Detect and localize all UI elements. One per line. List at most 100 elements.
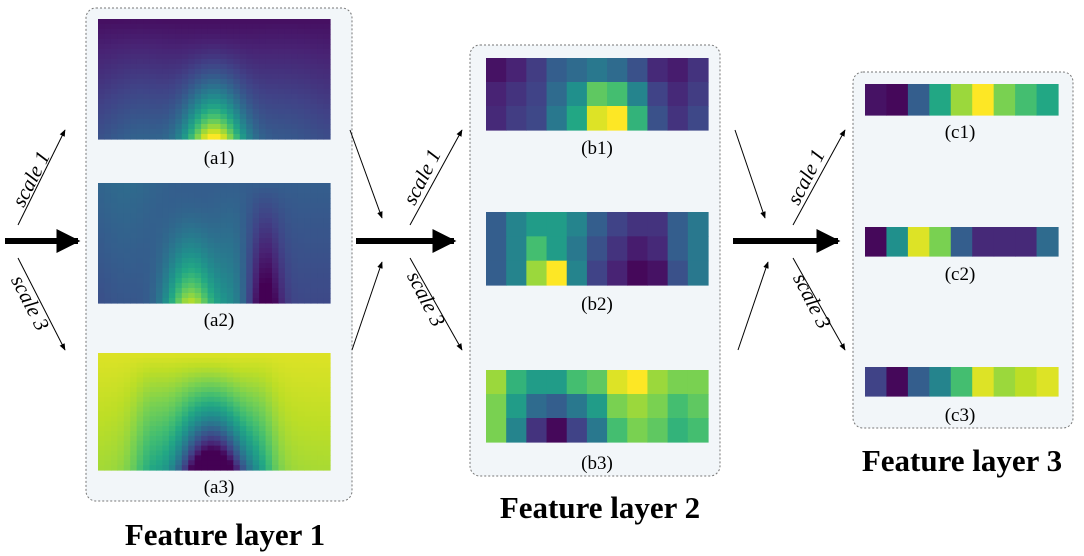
heatmap-cell — [239, 104, 247, 110]
heatmap-cell — [162, 387, 170, 393]
heatmap-cell — [284, 198, 292, 204]
heatmap-cell — [162, 273, 170, 279]
heatmap-cell — [110, 24, 118, 30]
heatmap-cell — [156, 421, 164, 427]
heatmap-cell — [110, 29, 118, 35]
heatmap-cell — [317, 416, 325, 422]
heatmap-cell — [123, 263, 131, 269]
heatmap-cell — [486, 106, 507, 131]
heatmap-cell — [214, 49, 222, 55]
heatmap-cell — [252, 248, 260, 254]
heatmap-cell — [143, 278, 151, 284]
heatmap-cell — [149, 382, 157, 388]
heatmap-cell — [233, 421, 241, 427]
heatmap-cell — [110, 465, 118, 471]
heatmap-cell — [1015, 367, 1038, 397]
heatmap-cell — [130, 134, 138, 140]
heatmap-cell — [104, 362, 112, 369]
heatmap-cell — [110, 79, 118, 85]
heatmap-cell — [265, 29, 273, 35]
heatmap-cell — [201, 263, 209, 269]
heatmap-cell — [239, 421, 247, 427]
heatmap-cell — [265, 64, 273, 70]
heatmap-cell — [214, 396, 222, 403]
heatmap-cell — [136, 223, 144, 229]
heatmap-cell — [297, 243, 305, 249]
heatmap-cell — [188, 465, 196, 471]
heatmap-cell — [297, 69, 305, 75]
heatmap-cell — [143, 39, 151, 45]
heatmap-b3 — [486, 370, 709, 443]
heatmap-cell — [291, 34, 299, 40]
heatmap-cell — [252, 198, 260, 204]
heatmap-cell — [278, 465, 286, 471]
heatmap-cell — [304, 362, 312, 369]
heatmap-cell — [168, 84, 176, 90]
heatmap-cell — [194, 460, 202, 466]
heatmap-cell — [201, 193, 209, 199]
heatmap-cell — [246, 134, 254, 140]
heatmap-cell — [627, 82, 649, 107]
heatmap-cell — [104, 84, 112, 90]
heatmap-cell — [586, 394, 608, 419]
heatmap-cell — [272, 253, 280, 259]
heatmap-cell — [214, 411, 222, 417]
heatmap-cell — [143, 392, 151, 398]
heatmap-cell — [117, 298, 125, 304]
heatmap-cell — [278, 263, 286, 269]
heatmap-cell — [323, 416, 331, 422]
heatmap-cell — [226, 372, 234, 378]
heatmap-cell — [117, 29, 125, 35]
heatmap-cell — [98, 49, 106, 55]
heatmap-cell — [291, 64, 299, 70]
heatmap-cell — [123, 94, 131, 100]
heatmap-cell — [284, 460, 292, 466]
heatmap-cell — [323, 258, 331, 264]
heatmap-cell — [310, 208, 318, 214]
heatmap-cell — [259, 124, 267, 130]
heatmap-cell — [272, 283, 280, 289]
heatmap-cell — [993, 367, 1016, 397]
heatmap-cell — [220, 89, 228, 95]
heatmap-cell — [317, 39, 325, 45]
heatmap-cell — [647, 82, 669, 107]
heatmap-cell — [272, 193, 280, 199]
heatmap-cell — [220, 465, 228, 471]
heatmap-cell — [265, 293, 273, 299]
heatmap-cell — [117, 49, 125, 55]
heatmap-cell — [297, 104, 305, 110]
heatmap-cell — [226, 223, 234, 229]
heatmap-cell — [297, 455, 305, 461]
heatmap-cell — [239, 353, 247, 359]
heatmap-cell — [297, 278, 305, 284]
heatmap-cell — [104, 372, 112, 378]
heatmap-cell — [194, 39, 202, 45]
heatmap-cell — [214, 193, 222, 199]
heatmap-cell — [130, 54, 138, 60]
heatmap-cell — [297, 89, 305, 95]
heatmap-cell — [181, 99, 189, 105]
heatmap-cell — [278, 119, 286, 125]
heatmap-cell — [162, 223, 170, 229]
heatmap-cell — [168, 183, 176, 189]
heatmap-cell — [104, 119, 112, 125]
heatmap-cell — [181, 435, 189, 442]
heatmap-cell — [162, 74, 170, 80]
heatmap-cell — [272, 396, 280, 403]
heatmap-cell — [156, 357, 164, 364]
heatmap-cell — [607, 106, 628, 131]
heatmap-cell — [149, 450, 157, 456]
heatmap-cell — [304, 183, 312, 189]
heatmap-cell — [201, 421, 209, 427]
heatmap-cell — [181, 278, 189, 284]
heatmap-cell — [181, 69, 189, 75]
heatmap-cell — [323, 283, 331, 289]
heatmap-cell — [181, 64, 189, 70]
heatmap-cell — [181, 445, 189, 452]
heatmap-cell — [149, 440, 157, 447]
heatmap-cell — [181, 298, 189, 304]
heatmap-cell — [181, 263, 189, 269]
heatmap-cell — [156, 465, 164, 471]
heatmap-cell — [259, 396, 267, 403]
heatmap-cell — [162, 372, 170, 378]
